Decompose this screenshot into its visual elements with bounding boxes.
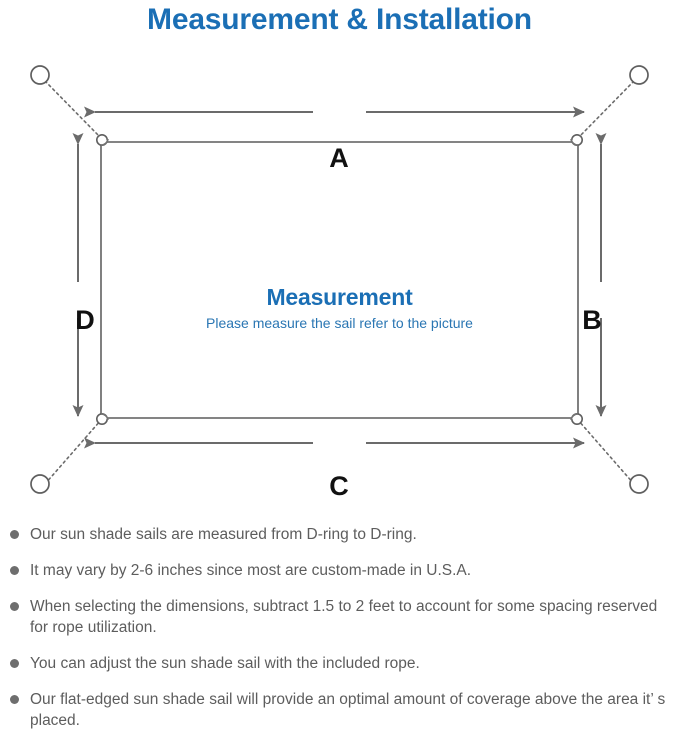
note-text: Our flat-edged sun shade sail will provi…: [30, 691, 666, 729]
bullet-icon: [10, 566, 19, 575]
note-text: When selecting the dimensions, subtract …: [30, 598, 658, 636]
rope-line-bottom-left: [44, 419, 102, 485]
note-item: When selecting the dimensions, subtract …: [0, 596, 679, 638]
note-item: Our flat-edged sun shade sail will provi…: [0, 689, 679, 731]
d-ring-tabs: [100, 138, 579, 421]
bullet-icon: [10, 530, 19, 539]
note-item: It may vary by 2-6 inches since most are…: [0, 560, 679, 581]
measurement-diagram-svg: [30, 65, 649, 494]
rope-line-top-right: [577, 80, 635, 139]
dimension-label-d: D: [75, 305, 95, 335]
sail-panel: [100, 141, 579, 419]
dimension-arrows: [72, 106, 607, 449]
dimension-label-a: A: [329, 143, 349, 173]
note-item: Our sun shade sails are measured from D-…: [0, 524, 679, 545]
d-ring-tab-bottom-right: [570, 413, 579, 421]
anchor-ring-top-left: [30, 65, 50, 85]
anchor-ring-bottom-right: [629, 474, 649, 494]
dimension-label-c: C: [329, 471, 349, 501]
d-ring-tab-top-left: [100, 138, 109, 146]
rope-line-top-left: [44, 80, 102, 139]
notes-list: Our sun shade sails are measured from D-…: [0, 524, 679, 746]
anchor-ring-bottom-left: [30, 474, 50, 494]
note-text: You can adjust the sun shade sail with t…: [30, 655, 420, 672]
rope-lines: [44, 80, 635, 485]
anchor-ring-top-right: [629, 65, 649, 85]
bullet-icon: [10, 659, 19, 668]
bullet-icon: [10, 602, 19, 611]
page-title: Measurement & Installation: [147, 3, 532, 36]
measurement-diagram: Measurement Please measure the sail refe…: [0, 46, 679, 516]
note-item: You can adjust the sun shade sail with t…: [0, 653, 679, 674]
bullet-icon: [10, 695, 19, 704]
rope-line-bottom-right: [577, 419, 635, 485]
d-ring-tab-bottom-left: [100, 413, 109, 421]
note-text: Our sun shade sails are measured from D-…: [30, 526, 417, 543]
dimension-label-b: B: [582, 305, 602, 335]
d-ring-tab-top-right: [570, 138, 579, 146]
anchor-rings: [30, 65, 649, 494]
note-text: It may vary by 2-6 inches since most are…: [30, 562, 472, 579]
